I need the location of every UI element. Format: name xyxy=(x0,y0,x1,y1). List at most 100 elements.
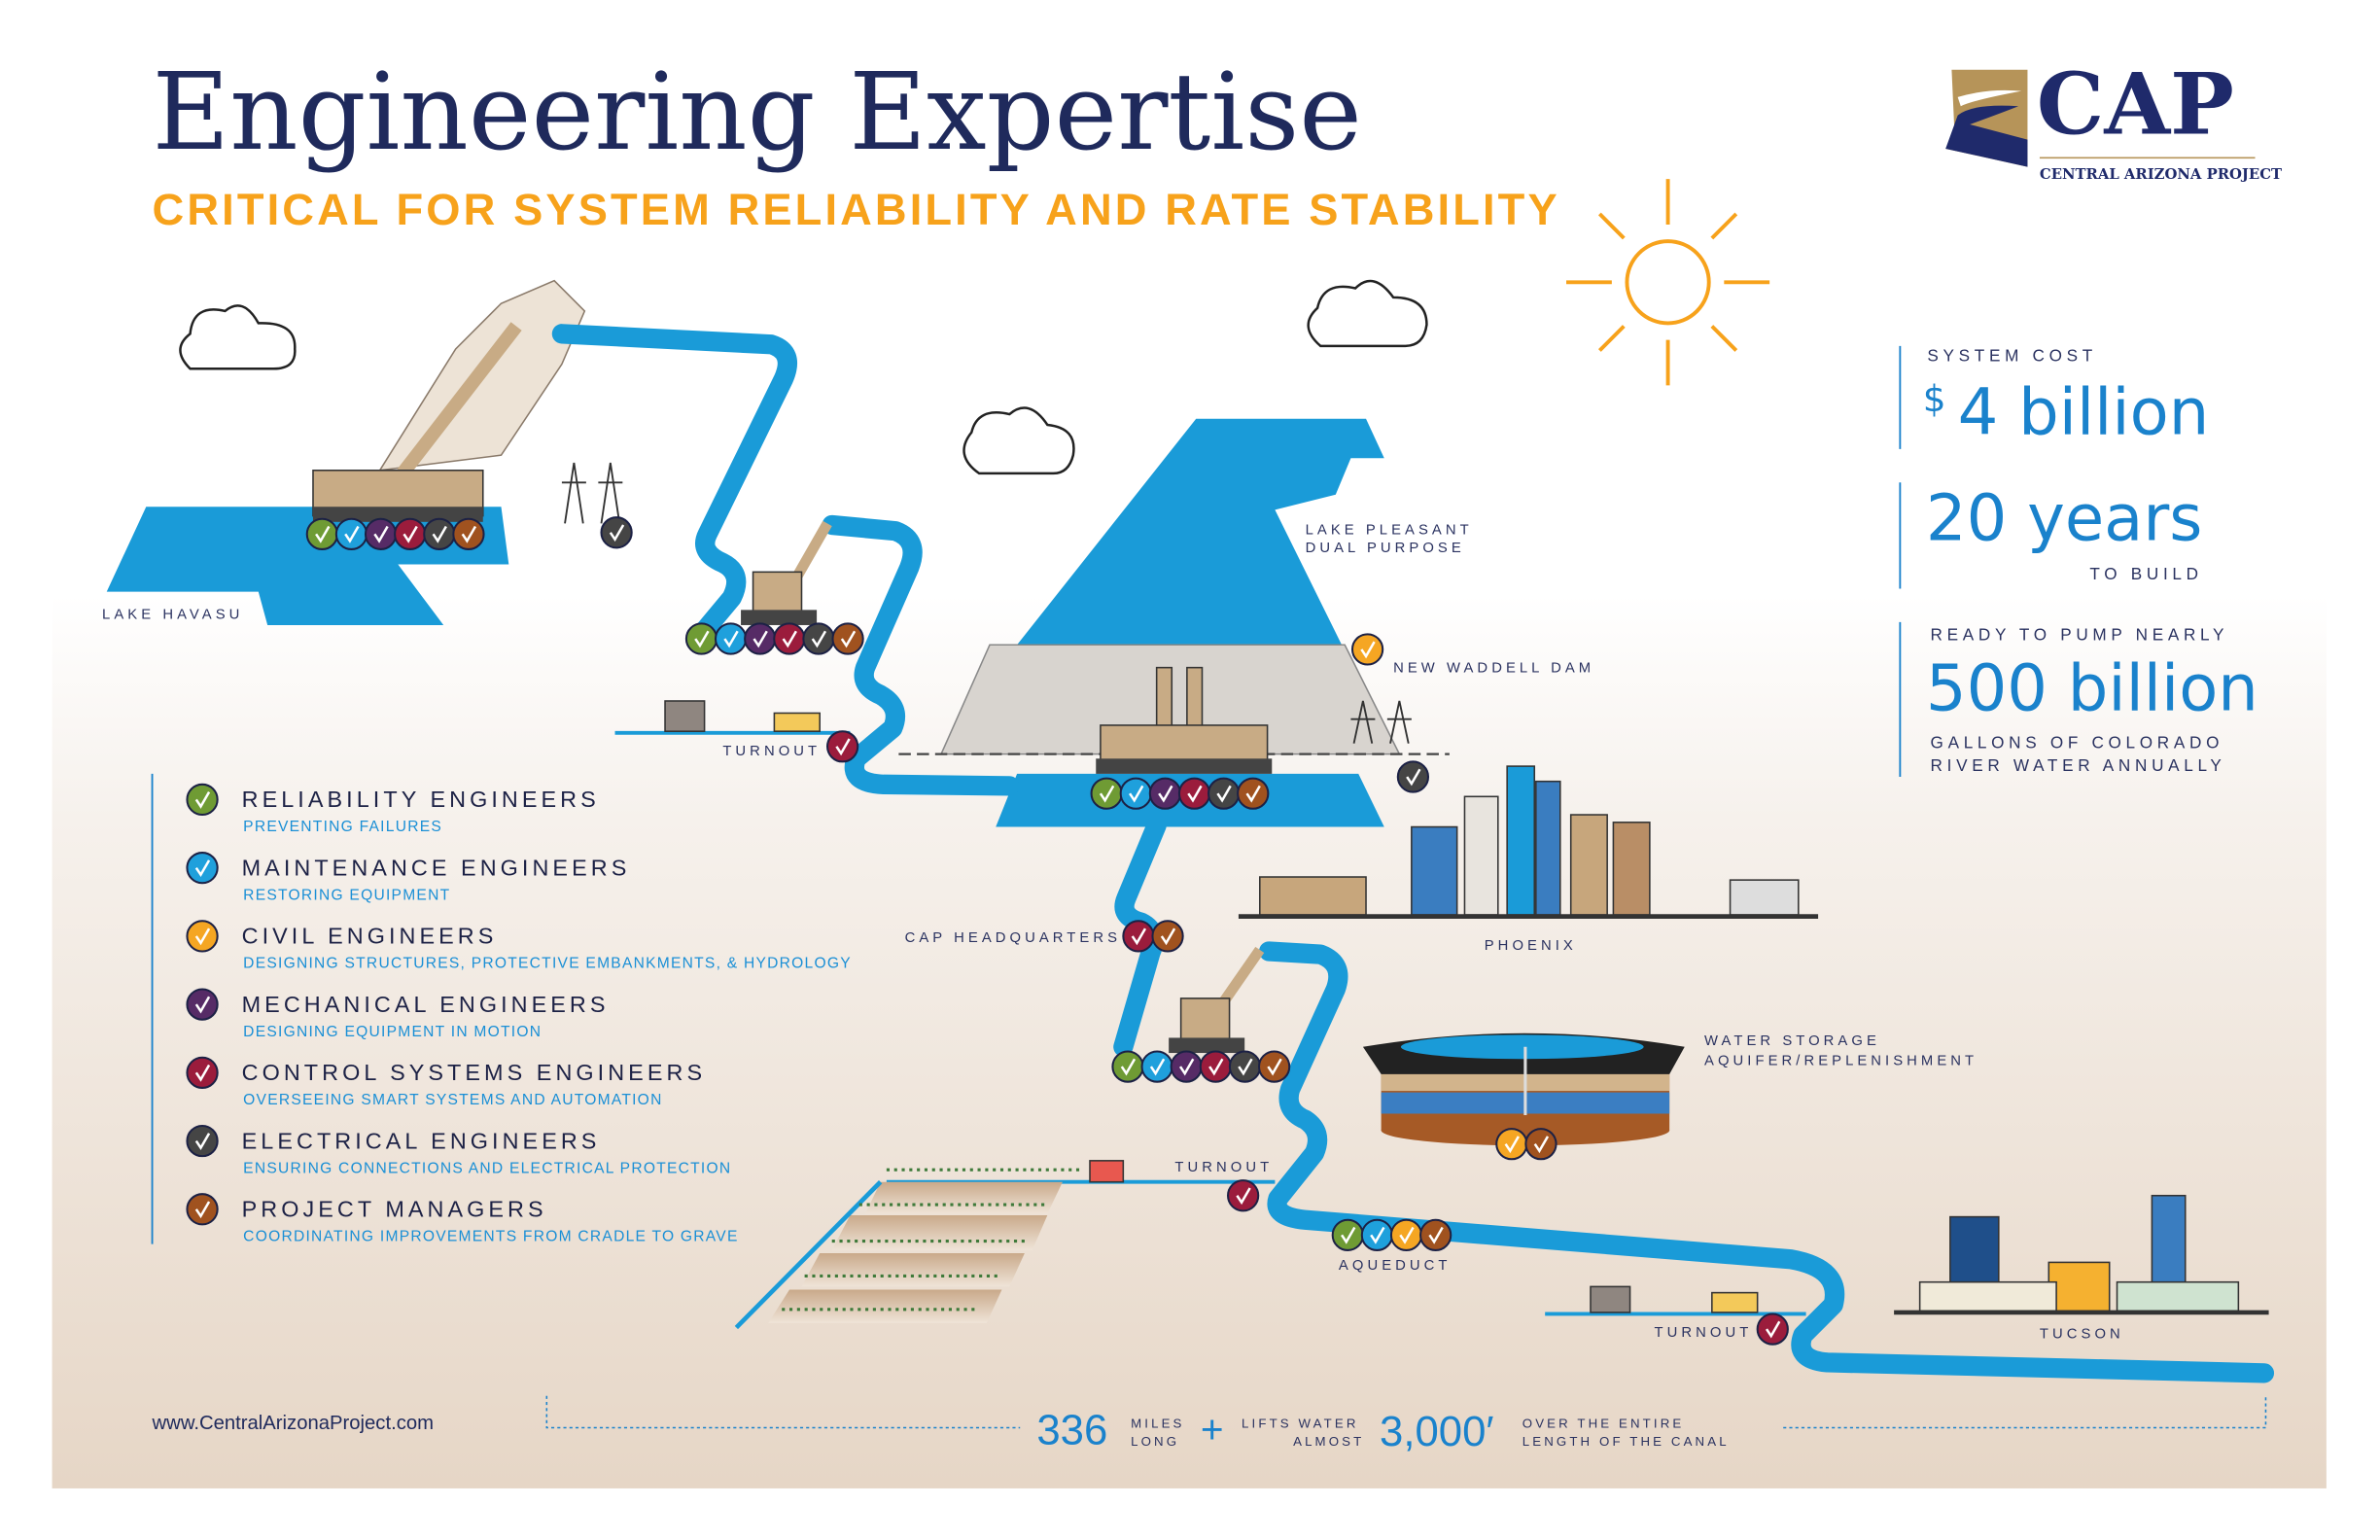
legend-description: DESIGNING STRUCTURES, PROTECTIVE EMBANKM… xyxy=(243,956,852,972)
legend-title: PROJECT MANAGERS xyxy=(242,1197,547,1222)
lift-text-2: ALMOST xyxy=(1293,1434,1364,1449)
stats-panel: SYSTEM COST $ 4 billion 20 years TO BUIL… xyxy=(1899,345,2258,778)
check-control-icon xyxy=(773,622,806,655)
legend-description: DESIGNING EQUIPMENT IN MOTION xyxy=(243,1024,542,1040)
page-subtitle: CRITICAL FOR SYSTEM RELIABILITY AND RATE… xyxy=(153,185,1560,234)
check-mechanical-icon xyxy=(364,517,398,550)
check-reliability-icon xyxy=(684,622,718,655)
check-civil-icon xyxy=(186,920,219,953)
cloud-icon xyxy=(1307,279,1428,348)
check-maintenance-icon xyxy=(334,517,368,550)
label-aqueduct: AQUEDUCT xyxy=(1339,1258,1452,1274)
check-reliability-icon xyxy=(305,517,338,550)
check-group-pumping-plant-3 xyxy=(1111,1050,1291,1083)
sun-icon xyxy=(1566,179,1770,386)
power-towers xyxy=(561,462,1412,744)
check-group-havasu-pumping-plant xyxy=(305,517,485,550)
pump-label: READY TO PUMP NEARLY xyxy=(1931,625,2229,645)
check-pm-icon xyxy=(831,622,864,655)
check-group-turnout-2 xyxy=(1227,1179,1260,1212)
cap-logo: CAP CENTRAL ARIZONA PROJECT xyxy=(1945,53,2282,183)
legend-title: CIVIL ENGINEERS xyxy=(242,924,498,949)
check-electrical-icon xyxy=(423,517,456,550)
check-electrical-icon xyxy=(1208,777,1241,810)
label-water-storage: WATER STORAGE xyxy=(1704,1033,1880,1049)
legend-item-civil: CIVIL ENGINEERS DESIGNING STRUCTURES, PRO… xyxy=(186,920,852,972)
label-phoenix: PHOENIX xyxy=(1485,938,1577,954)
check-civil-icon xyxy=(1495,1128,1528,1161)
build-years-value: 20 years xyxy=(1926,482,2203,556)
label-tucson: TUCSON xyxy=(2040,1326,2124,1342)
label-lake-pleasant: LAKE PLEASANT xyxy=(1306,522,1473,538)
legend-description: ENSURING CONNECTIONS AND ELECTRICAL PROT… xyxy=(243,1160,731,1176)
check-group-havasu-power xyxy=(600,516,633,549)
water-storage-aquifer xyxy=(1362,1032,1685,1146)
check-group-cap-hq xyxy=(1122,920,1184,953)
miles-value: 336 xyxy=(1036,1407,1107,1454)
label-turnout-1: TURNOUT xyxy=(722,744,821,759)
check-control-icon xyxy=(1227,1179,1260,1212)
website-link[interactable]: www.CentralArizonaProject.com xyxy=(152,1413,434,1434)
system-cost-value: 4 billion xyxy=(1958,375,2210,449)
legend-title: CONTROL SYSTEMS ENGINEERS xyxy=(242,1060,706,1085)
lake-pleasant xyxy=(1017,418,1384,646)
logo-wordmark: CAP xyxy=(2037,53,2234,154)
label-aquifer: AQUIFER/REPLENISHMENT xyxy=(1704,1054,1978,1069)
legend-description: RESTORING EQUIPMENT xyxy=(243,887,450,903)
check-civil-icon xyxy=(1350,633,1384,666)
check-pm-icon xyxy=(186,1193,219,1226)
label-dual-purpose: DUAL PURPOSE xyxy=(1306,541,1465,556)
check-group-waddell-power xyxy=(1396,760,1430,793)
check-group-new-waddell-dam xyxy=(1350,633,1384,666)
pump-value: 500 billion xyxy=(1926,651,2258,725)
check-pm-icon xyxy=(1419,1218,1452,1251)
miles-unit: MILES xyxy=(1131,1417,1184,1431)
pump-sub-1: GALLONS OF COLORADO xyxy=(1931,732,2224,752)
legend-item-electrical: ELECTRICAL ENGINEERS ENSURING CONNECTIONS… xyxy=(186,1124,731,1176)
lift-text-3: OVER THE ENTIRE xyxy=(1522,1417,1685,1431)
pumping-plant-2 xyxy=(741,520,832,625)
check-reliability-icon xyxy=(1331,1218,1364,1251)
pump-sub-2: RIVER WATER ANNUALLY xyxy=(1931,755,2226,775)
phoenix-skyline xyxy=(1238,765,1819,919)
check-maintenance-icon xyxy=(714,622,748,655)
legend-title: ELECTRICAL ENGINEERS xyxy=(242,1128,601,1153)
cloud-icon xyxy=(179,304,297,370)
check-mechanical-icon xyxy=(1148,777,1182,810)
check-control-icon xyxy=(1756,1312,1789,1346)
check-pm-icon xyxy=(1257,1050,1291,1083)
check-electrical-icon xyxy=(186,1124,219,1158)
label-cap-headquarters: CAP HEADQUARTERS xyxy=(905,930,1121,946)
check-maintenance-icon xyxy=(1119,777,1152,810)
label-new-waddell-dam: NEW WADDELL DAM xyxy=(1393,660,1594,676)
legend-item-mechanical: MECHANICAL ENGINEERS DESIGNING EQUIPMENT … xyxy=(186,988,610,1040)
farm-fields xyxy=(734,1168,1081,1330)
towns xyxy=(664,700,1759,1313)
check-maintenance-icon xyxy=(186,852,219,885)
label-lake-havasu: LAKE HAVASU xyxy=(102,608,243,623)
lift-value: 3,000′ xyxy=(1380,1408,1494,1455)
legend-title: MECHANICAL ENGINEERS xyxy=(242,992,610,1017)
check-pm-icon xyxy=(1151,920,1184,953)
page-title: Engineering Expertise xyxy=(153,51,1362,174)
check-group-waddell-pumping-plant xyxy=(1090,777,1270,810)
check-electrical-icon xyxy=(1228,1050,1262,1083)
check-maintenance-icon xyxy=(1140,1050,1173,1083)
waddell-pumping-plant xyxy=(1096,666,1273,774)
check-control-icon xyxy=(1177,777,1211,810)
check-control-icon xyxy=(1122,920,1155,953)
cost-currency: $ xyxy=(1923,377,1946,420)
check-pm-icon xyxy=(1237,777,1270,810)
logo-tagline: CENTRAL ARIZONA PROJECT xyxy=(2040,166,2282,183)
check-control-icon xyxy=(186,1056,219,1089)
check-group-turnout-3 xyxy=(1756,1312,1789,1346)
system-cost-label: SYSTEM COST xyxy=(1927,345,2096,365)
check-reliability-icon xyxy=(1111,1050,1144,1083)
check-mechanical-icon xyxy=(186,988,219,1021)
check-group-water-storage xyxy=(1495,1128,1558,1161)
check-control-icon xyxy=(1199,1050,1232,1083)
check-mechanical-icon xyxy=(744,622,777,655)
